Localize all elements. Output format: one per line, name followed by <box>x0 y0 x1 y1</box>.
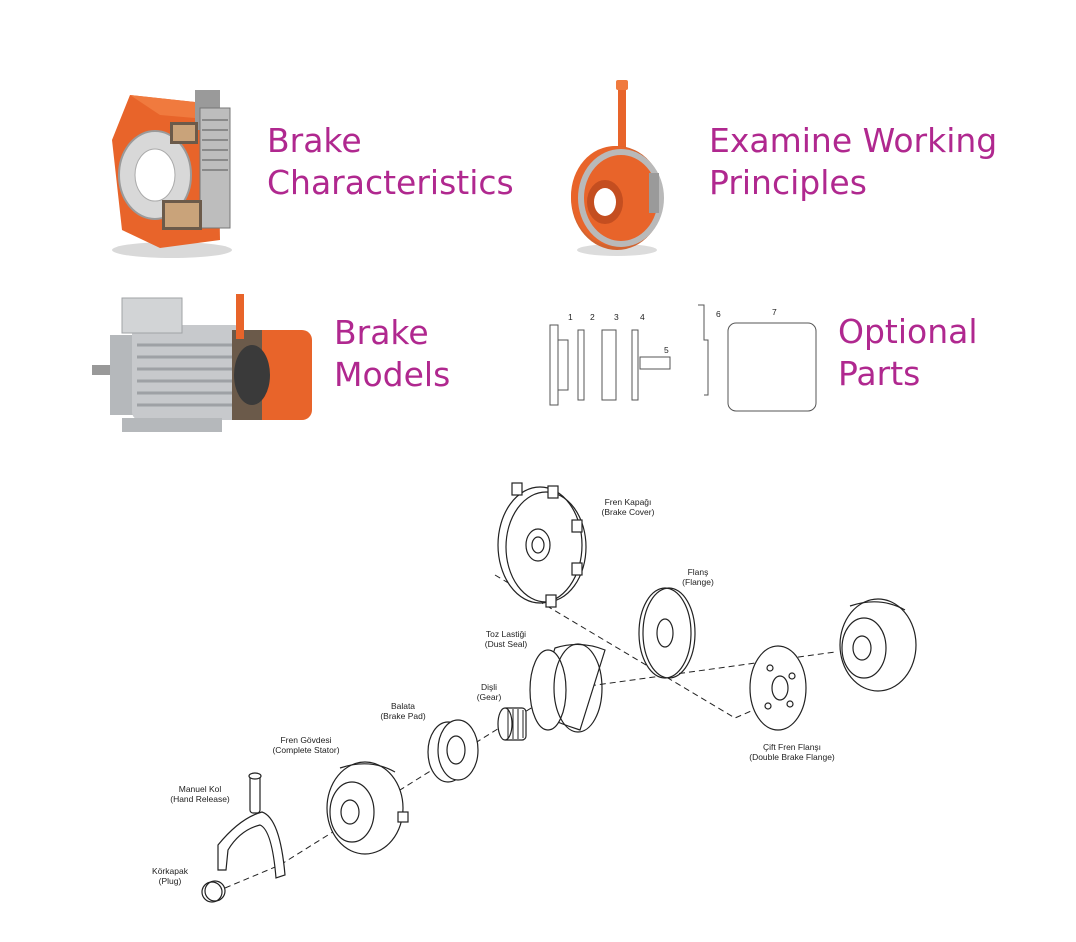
gear-part <box>497 707 527 741</box>
callout-2: 2 <box>590 312 595 322</box>
brake-characteristics-line1: Brake <box>267 121 362 160</box>
dust-seal-part <box>529 643 606 733</box>
brake-assembled-image <box>571 80 664 256</box>
label-double-brake-flange: (Double Brake Flange) <box>749 752 835 762</box>
label-cift-fren-flansi: Çift Fren Flanşı <box>763 742 821 752</box>
optional-parts-title[interactable]: Optional Parts <box>838 311 978 395</box>
second-brake-unit-part <box>839 598 917 692</box>
brake-characteristics-card[interactable]: Brake Characteristics <box>100 80 514 260</box>
brake-characteristics-line2: Characteristics <box>267 163 514 202</box>
label-brake-pad: (Brake Pad) <box>380 711 426 721</box>
brake-cover-part <box>497 482 587 608</box>
motor-with-brake-image <box>92 294 312 432</box>
exploded-brake-diagram: Fren Kapağı (Brake Cover) Flanş (Flange)… <box>152 482 917 903</box>
label-brake-cover: (Brake Cover) <box>602 507 655 517</box>
label-fren-govdesi: Fren Gövdesi <box>280 735 331 745</box>
label-plug: (Plug) <box>159 876 182 886</box>
label-hand-release: (Hand Release) <box>170 794 230 804</box>
callout-3: 3 <box>614 312 619 322</box>
label-fren-kapagi: Fren Kapağı <box>605 497 652 507</box>
complete-stator-part <box>326 761 409 855</box>
label-complete-stator: (Complete Stator) <box>272 745 339 755</box>
label-gear: (Gear) <box>477 692 502 702</box>
label-disli: Dişli <box>481 682 497 692</box>
label-korkapak: Körkapak <box>152 866 189 876</box>
label-flange: (Flange) <box>682 577 714 587</box>
optional-parts-card[interactable]: 1 2 3 4 5 6 7 Optional Parts <box>540 295 980 420</box>
brake-models-line2: Models <box>334 355 451 394</box>
label-manuel-kol: Manuel Kol <box>179 784 222 794</box>
brake-models-title[interactable]: Brake Models <box>334 312 450 396</box>
flange-part <box>638 587 696 679</box>
brake-exploded-image <box>112 90 232 258</box>
label-flans: Flanş <box>688 567 709 577</box>
plug-part <box>201 880 226 903</box>
label-balata: Balata <box>391 701 415 711</box>
callout-7: 7 <box>772 307 777 317</box>
optional-parts-drawing: 1 2 3 4 5 6 7 <box>549 304 817 412</box>
callout-6: 6 <box>716 309 721 319</box>
working-principles-title[interactable]: Examine Working Principles <box>709 120 997 204</box>
label-dust-seal: (Dust Seal) <box>485 639 528 649</box>
optional-parts-line2: Parts <box>838 354 921 393</box>
callout-5: 5 <box>664 345 669 355</box>
brake-characteristics-title[interactable]: Brake Characteristics <box>267 120 514 204</box>
hand-release-part <box>217 772 286 879</box>
working-principles-line1: Examine Working <box>709 121 998 160</box>
brake-models-card[interactable]: Brake Models <box>92 290 462 440</box>
callout-4: 4 <box>640 312 645 322</box>
label-toz-lastigi: Toz Lastiği <box>486 629 526 639</box>
working-principles-line2: Principles <box>709 163 867 202</box>
working-principles-card[interactable]: Examine Working Principles <box>565 78 997 258</box>
callout-1: 1 <box>568 312 573 322</box>
optional-parts-line1: Optional <box>838 312 978 351</box>
brake-pad-part <box>427 719 479 783</box>
double-brake-flange-part <box>749 645 807 731</box>
brake-models-line1: Brake <box>334 313 429 352</box>
